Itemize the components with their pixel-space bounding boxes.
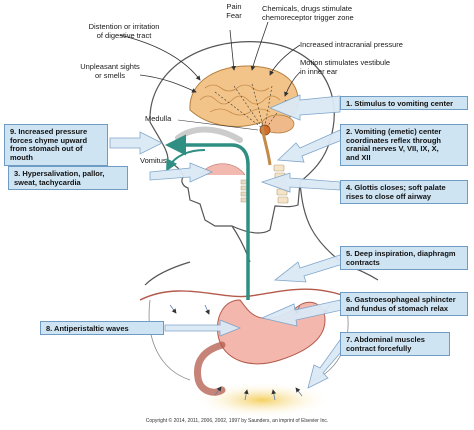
step-3-box: 3. Hypersalivation, pallor, sweat, tachy… (8, 166, 128, 190)
label-distention: Distention or irritation of digestive tr… (88, 22, 160, 40)
abdominal-muscle-glow (192, 382, 332, 418)
stimulus-arrows (119, 21, 301, 97)
step-9-box: 9. Increased pressure forces chyme upwar… (4, 124, 108, 166)
esophagus-path (165, 134, 250, 300)
step-5-box: 5. Deep inspiration, diaphragm contracts (340, 246, 468, 270)
torso-outline-left (144, 261, 191, 286)
trachea (240, 179, 250, 203)
step-4-box: 4. Glottis closes; soft palate rises to … (340, 180, 468, 204)
step-6-box: 6. Gastroesophageal sphincter and fundus… (340, 292, 468, 316)
label-motion: Motion stimulates vestibule in inner ear (300, 58, 391, 76)
brain-folds (199, 84, 281, 116)
neck-outline (299, 181, 346, 266)
label-intracranial: Increased intracranial pressure (300, 40, 403, 49)
callout-arrows (109, 94, 349, 389)
label-pain: Pain (226, 2, 242, 11)
brainstem (260, 125, 272, 166)
label-vomitus: Vomitus (140, 156, 167, 165)
step-7-box: 7. Abdominal muscles contract forcefully (340, 332, 450, 356)
step-2-box: 2. Vomiting (emetic) center coordinates … (340, 124, 468, 166)
abdominal-pressure-arrows (214, 386, 303, 401)
diaphragm (139, 288, 351, 301)
duodenum (193, 341, 226, 396)
step-8-box: 8. Antiperistaltic waves (40, 321, 164, 335)
copyright: Copyright © 2014, 2011, 2006, 2002, 1997… (145, 418, 329, 424)
label-unpleasant-sights: Unpleasant sights or smells (80, 62, 140, 80)
label-medulla: Medulla (145, 114, 172, 123)
vomitus-arrow (166, 149, 206, 172)
label-fear: Fear (226, 11, 242, 20)
medulla-pointer (177, 119, 259, 131)
step-1-box: 1. Stimulus to vomiting center (340, 96, 468, 110)
label-chemicals: Chemicals, drugs stimulate chemoreceptor… (262, 4, 354, 22)
